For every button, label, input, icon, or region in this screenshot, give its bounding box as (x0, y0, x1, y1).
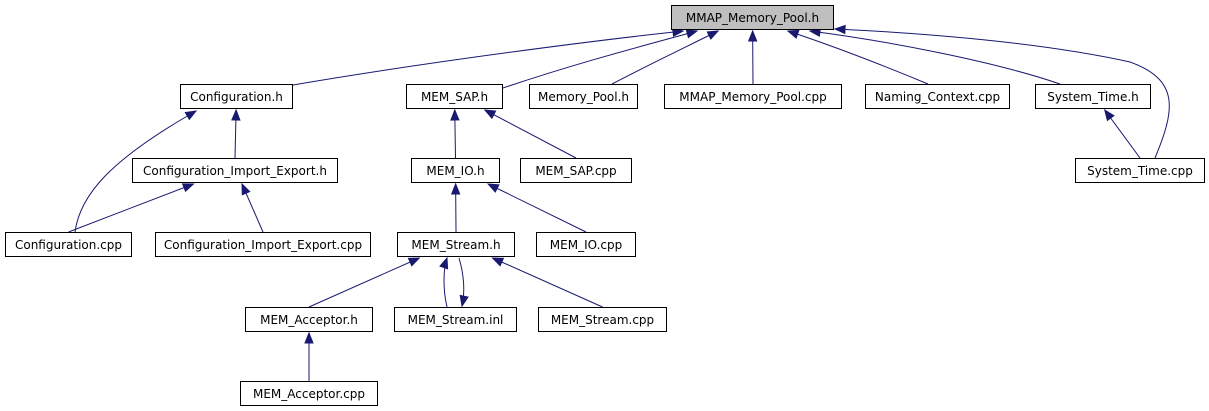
node-mem-acceptor-cpp[interactable]: MEM_Acceptor.cpp (240, 381, 378, 406)
node-configuration-h[interactable]: Configuration.h (180, 84, 293, 109)
edge-mem-stream-inl-to-mem-stream-h (439, 256, 449, 308)
edge-memory-pool-h-to-mmap-memory-pool-h (611, 30, 720, 85)
edge-line (502, 30, 698, 89)
node-mem-stream-inl[interactable]: MEM_Stream.inl (394, 307, 517, 332)
edge-mem-acceptor-cpp-to-mem-acceptor-h (304, 331, 314, 381)
edge-line (787, 30, 929, 85)
edge-mem-sap-cpp-to-mem-sap-h (483, 109, 577, 159)
arrowhead (450, 182, 461, 195)
edge-mem-io-cpp-to-mem-io-h (486, 183, 587, 233)
node-mem-stream-cpp[interactable]: MEM_Stream.cpp (538, 307, 667, 332)
node-configuration-cpp[interactable]: Configuration.cpp (5, 232, 132, 257)
edge-mem-stream-h-to-mem-stream-inl (458, 257, 469, 308)
node-configuration-import-export-cpp[interactable]: Configuration_Import_Export.cpp (155, 232, 371, 257)
edge-mmap-memory-pool-cpp-to-mmap-memory-pool-h (747, 29, 758, 85)
node-memory-pool-h[interactable]: Memory_Pool.h (529, 84, 638, 109)
node-mem-sap-cpp[interactable]: MEM_SAP.cpp (520, 158, 632, 183)
arrowhead (685, 29, 699, 39)
edge-line (611, 30, 719, 85)
edge-mem-sap-h-to-mmap-memory-pool-h (502, 29, 699, 89)
arrowhead (1103, 108, 1115, 122)
node-configuration-import-export-h[interactable]: Configuration_Import_Export.h (132, 158, 338, 183)
arrowhead (483, 109, 497, 120)
arrowhead (786, 29, 800, 39)
edge-mem-io-h-to-mem-sap-h (450, 108, 460, 159)
arrowhead (450, 108, 460, 121)
edge-line (492, 257, 603, 308)
arrowhead (407, 257, 421, 267)
edge-line (68, 183, 194, 233)
edge-configuration-import-export-h-to-configuration-h (231, 108, 241, 159)
arrowhead (181, 183, 195, 193)
edge-mem-stream-h-to-mem-io-h (450, 182, 461, 233)
edge-line (809, 30, 1061, 85)
arrowhead (241, 182, 251, 196)
edge-configuration-h-to-mmap-memory-pool-h (292, 27, 685, 86)
arrowhead (304, 331, 314, 344)
edge-configuration-import-export-cpp-to-configuration-import-export-h (241, 182, 264, 233)
node-mem-io-h[interactable]: MEM_IO.h (411, 158, 500, 183)
arrowhead (747, 29, 758, 42)
arrowhead (491, 257, 505, 267)
node-mem-sap-h[interactable]: MEM_SAP.h (406, 84, 503, 109)
node-system-time-h[interactable]: System_Time.h (1035, 84, 1151, 109)
edge-configuration-cpp-to-configuration-import-export-h (68, 183, 195, 233)
arrowhead (184, 110, 198, 121)
edge-line (308, 257, 420, 308)
edge-line (487, 183, 587, 233)
arrowhead (486, 183, 500, 193)
arrowhead (459, 294, 469, 308)
node-mmap-memory-pool-cpp[interactable]: MMAP_Memory_Pool.cpp (664, 84, 842, 109)
edge-mem-acceptor-h-to-mem-stream-h (308, 257, 421, 308)
node-mem-io-cpp[interactable]: MEM_IO.cpp (536, 232, 636, 257)
arrowhead (439, 256, 449, 270)
arrowhead (231, 108, 241, 121)
edge-line (484, 109, 577, 159)
edge-line (834, 28, 1170, 159)
edge-configuration-cpp-to-configuration-h (74, 110, 198, 233)
edge-mem-stream-cpp-to-mem-stream-h (491, 257, 603, 308)
node-mem-acceptor-h[interactable]: MEM_Acceptor.h (245, 307, 373, 332)
edge-line (74, 110, 197, 233)
node-mem-stream-h[interactable]: MEM_Stream.h (397, 232, 515, 257)
arrowhead (833, 24, 846, 35)
edge-system-time-cpp-to-system-time-h (1103, 108, 1141, 159)
node-mmap-memory-pool-h: MMAP_Memory_Pool.h (671, 5, 834, 30)
edge-line (292, 30, 684, 86)
node-system-time-cpp[interactable]: System_Time.cpp (1075, 158, 1205, 183)
edge-naming-context-cpp-to-mmap-memory-pool-h (786, 29, 929, 85)
node-naming-context-cpp[interactable]: Naming_Context.cpp (865, 84, 1010, 109)
arrowhead (706, 30, 720, 40)
edge-system-time-h-to-mmap-memory-pool-h (808, 27, 1061, 85)
edge-system-time-cpp-to-mmap-memory-pool-h (833, 24, 1170, 159)
